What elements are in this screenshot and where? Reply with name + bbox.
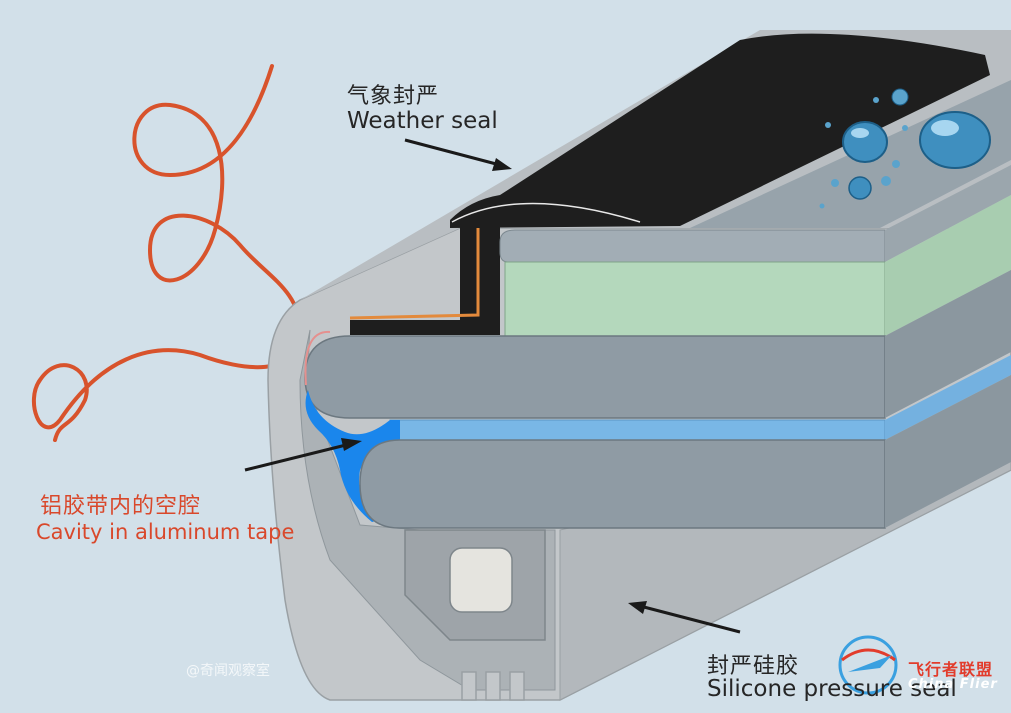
bottom-glass-side — [885, 375, 1011, 528]
leader-arrows — [244, 138, 741, 634]
cavity-label-en: Cavity in aluminum tape — [36, 520, 295, 544]
silicone-arrowhead — [628, 601, 647, 614]
silicone-label-zh: 封严硅胶 — [707, 654, 800, 679]
bottom-glass-pane — [359, 439, 886, 529]
weather-seal-arrowhead — [492, 158, 512, 171]
watermark: @奇闻观察室 — [186, 663, 270, 679]
blue-interlayer — [389, 419, 886, 441]
aluminum-tape-cavity — [305, 390, 400, 522]
middle-glass-side — [885, 270, 1011, 418]
silicone-arrow — [639, 604, 741, 634]
weather-seal-highlight — [451, 202, 641, 223]
green-interlayer — [504, 261, 886, 337]
brand-name-zh: 飞行者联盟 — [908, 660, 994, 679]
china-flier-logo-icon — [838, 635, 898, 695]
frame-hollow-cutout — [449, 547, 513, 613]
black-seal-strip — [350, 226, 500, 335]
adhesive-edge — [349, 228, 480, 320]
green-interlayer-side — [885, 195, 1011, 336]
top-glass-side — [885, 165, 1011, 262]
weather-seal-label-zh: 气象封严 — [347, 84, 440, 109]
middle-glass-pane — [304, 335, 886, 419]
top-glass-top-face — [498, 80, 1011, 228]
brand-name-en: China Flier — [908, 677, 998, 692]
cavity-label-zh: 铝胶带内的空腔 — [40, 494, 202, 519]
weather-seal — [450, 33, 990, 228]
top-glass-pane — [499, 229, 886, 263]
frame-bottom-teeth — [461, 671, 525, 701]
blue-interlayer-side — [885, 355, 1011, 440]
silicone-label-en: Silicone pressure seal — [707, 676, 957, 702]
cavity-arrow — [244, 442, 351, 472]
water-droplets-icon — [819, 88, 991, 209]
cavity-outline — [304, 330, 331, 386]
weather-seal-label-en: Weather seal — [347, 108, 498, 134]
orange-wire-icon — [31, 64, 303, 442]
cavity-arrowhead — [341, 438, 362, 451]
weather-seal-arrow — [404, 138, 501, 167]
